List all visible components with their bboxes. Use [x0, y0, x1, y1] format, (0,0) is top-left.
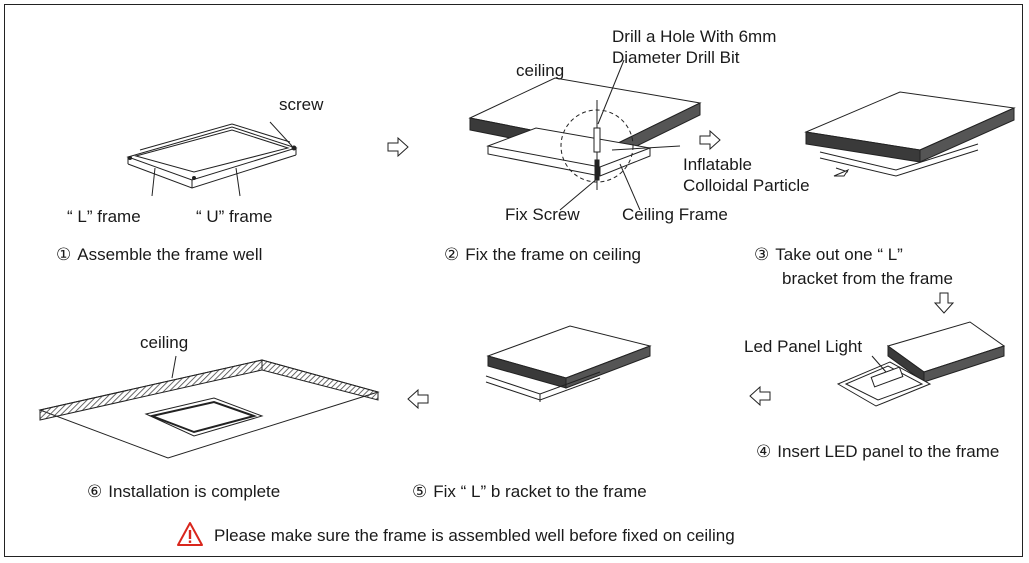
l-frame-label: “ L” frame: [67, 207, 141, 226]
step-1-number: ①: [56, 245, 72, 264]
ceiling-label-top: ceiling: [516, 61, 565, 80]
ceiling-label-bottom: ceiling: [140, 333, 189, 352]
step-1-text: Assemble the frame well: [77, 245, 263, 264]
ceiling-frame-illustration: [468, 59, 702, 211]
fix-bracket-illustration: [485, 325, 652, 402]
step-5-text: Fix “ L” b racket to the frame: [433, 482, 647, 501]
step-6-text: Installation is complete: [108, 482, 281, 501]
fix-screw-label: Fix Screw: [505, 205, 580, 224]
step-2-number: ②: [444, 245, 460, 264]
led-panel-insert-illustration: [836, 321, 1006, 407]
step-1-caption: ① Assemble the frame well: [56, 244, 262, 265]
step-3-text-line1: Take out one “ L”: [775, 245, 903, 264]
frame-illustration: [126, 121, 298, 197]
inflatable-label-line2: Colloidal Particle: [683, 176, 810, 195]
step-5-number: ⑤: [412, 482, 428, 501]
drill-label-line1: Drill a Hole With 6mm: [612, 27, 777, 46]
arrow-right-2: [699, 129, 721, 151]
arrow-left-2: [407, 388, 429, 410]
step-6-number: ⑥: [87, 482, 103, 501]
step-4-text: Insert LED panel to the frame: [777, 442, 1000, 461]
step-2-text: Fix the frame on ceiling: [465, 245, 641, 264]
step-6-caption: ⑥ Installation is complete: [87, 481, 280, 502]
arrow-left-1: [749, 385, 771, 407]
u-frame-label: “ U” frame: [196, 207, 273, 226]
drill-label-line2: Diameter Drill Bit: [612, 48, 740, 67]
step-3-caption-line2: bracket from the frame: [782, 269, 954, 288]
led-panel-light-label: Led Panel Light: [744, 337, 863, 356]
step-3-number: ③: [754, 245, 770, 264]
warning-text: Please make sure the frame is assembled …: [214, 526, 735, 545]
diagram-border: [4, 4, 1023, 557]
step-3-caption: ③ Take out one “ L”: [754, 244, 903, 265]
installed-ceiling-illustration: [38, 355, 380, 459]
screw-label: screw: [279, 95, 324, 114]
step-5-caption: ⑤ Fix “ L” b racket to the frame: [412, 481, 647, 502]
arrow-right-1: [387, 136, 409, 158]
arrow-down: [933, 292, 955, 314]
warning-triangle-icon: [177, 522, 203, 546]
step-4-caption: ④ Insert LED panel to the frame: [756, 441, 999, 462]
step-4-number: ④: [756, 442, 772, 461]
bracket-removed-illustration: [804, 91, 1016, 177]
ceiling-frame-label: Ceiling Frame: [622, 205, 728, 224]
step-2-caption: ② Fix the frame on ceiling: [444, 244, 641, 265]
inflatable-label-line1: Inflatable: [683, 155, 752, 174]
